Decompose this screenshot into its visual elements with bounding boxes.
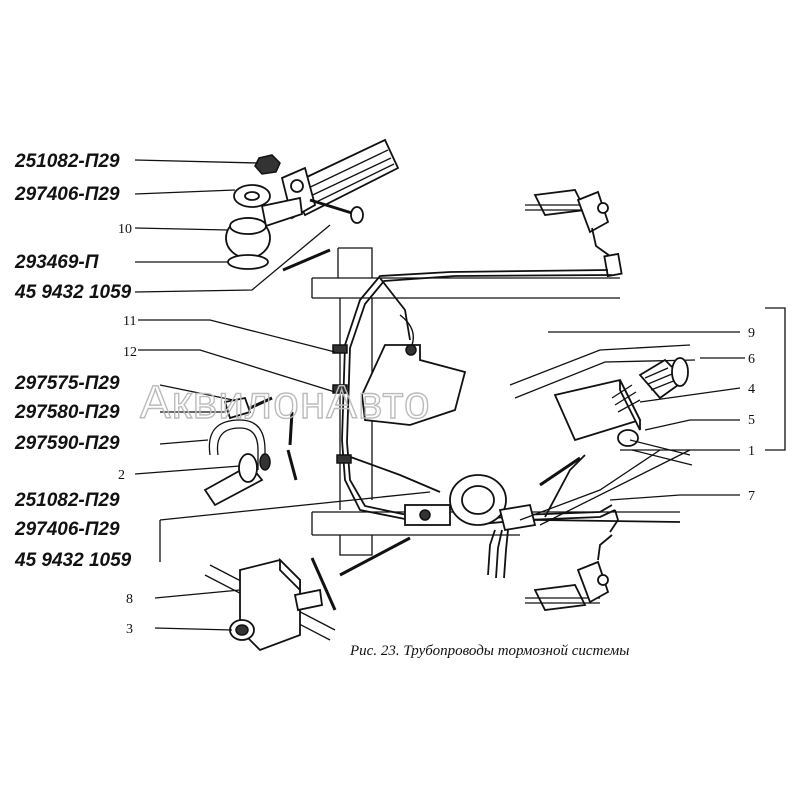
label-8: 8 bbox=[126, 592, 133, 607]
lower-washer bbox=[227, 254, 269, 270]
label-297590: 297590-П29 bbox=[14, 433, 120, 454]
upper-wheel-cylinder bbox=[525, 189, 623, 278]
label-459432-top: 45 9432 1059 bbox=[14, 282, 132, 303]
label-2: 2 bbox=[118, 468, 125, 483]
mounting-bracket bbox=[332, 314, 467, 464]
label-12: 12 bbox=[123, 345, 137, 360]
label-1: 1 bbox=[748, 444, 755, 459]
label-5: 5 bbox=[748, 413, 755, 428]
figure-caption: Рис. 23. Трубопроводы тормозной системы bbox=[349, 643, 629, 659]
pipe-clip-detail bbox=[134, 384, 298, 507]
label-10: 10 bbox=[118, 222, 132, 237]
label-6: 6 bbox=[748, 352, 755, 367]
label-297580: 297580-П29 bbox=[14, 402, 120, 423]
nut-part bbox=[254, 154, 281, 175]
clamp-block-detail bbox=[154, 536, 411, 652]
label-251082-bot: 251082-П29 bbox=[14, 490, 120, 511]
label-297406-bot: 297406-П29 bbox=[14, 519, 120, 540]
hose-end-assembly bbox=[134, 138, 400, 293]
label-11: 11 bbox=[123, 314, 136, 329]
label-293469: 293469-П bbox=[14, 252, 99, 273]
lower-wheel-cylinder bbox=[525, 534, 613, 611]
label-3: 3 bbox=[126, 622, 133, 637]
tee-fitting-detail bbox=[509, 307, 786, 487]
master-cylinder bbox=[404, 474, 537, 532]
label-4: 4 bbox=[748, 382, 755, 397]
label-459432-bot: 45 9432 1059 bbox=[14, 550, 132, 571]
callout-leaders bbox=[138, 319, 740, 562]
watermark: АквилонАвто bbox=[140, 376, 431, 428]
label-297406-top: 297406-П29 bbox=[14, 184, 120, 205]
label-7: 7 bbox=[748, 489, 755, 504]
label-297575: 297575-П29 bbox=[14, 373, 120, 394]
label-9: 9 bbox=[748, 326, 755, 341]
label-251082-top: 251082-П29 bbox=[14, 151, 120, 172]
